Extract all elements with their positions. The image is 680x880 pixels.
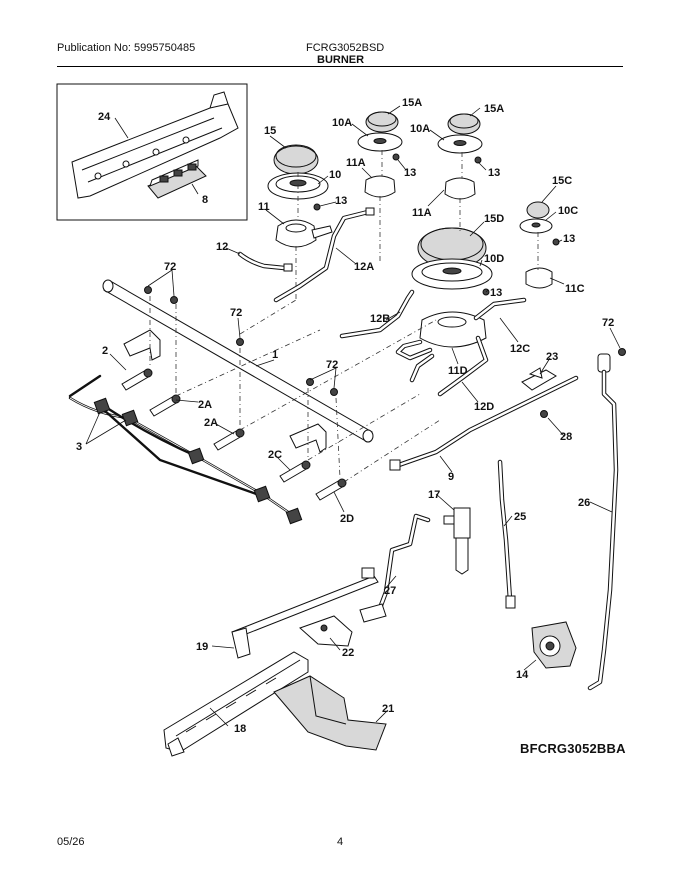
callout-23: 23 xyxy=(546,351,558,363)
callout-2a-lower: 2A xyxy=(204,417,218,429)
part-17-switch xyxy=(443,507,471,575)
burner-small-right xyxy=(519,201,560,289)
callout-labels: 24 8 15 10 11 13 12 12A 15A 10A 11A 13 1… xyxy=(76,97,614,735)
part-18-burner-tube xyxy=(163,651,309,757)
callout-72-mid: 72 xyxy=(230,307,242,319)
callout-72-center: 72 xyxy=(326,359,338,371)
callout-13-rear-left: 13 xyxy=(404,167,416,179)
part-9-tube xyxy=(389,375,579,471)
part-27-tube xyxy=(359,513,431,623)
callout-18: 18 xyxy=(234,723,246,735)
callout-2c: 2C xyxy=(268,449,282,461)
callout-72-right: 72 xyxy=(602,317,614,329)
callout-11a-right: 11A xyxy=(412,207,432,219)
callout-12b: 12B xyxy=(370,313,390,325)
callout-2: 2 xyxy=(102,345,108,357)
part-8-switch-block xyxy=(147,159,207,199)
part-23-bracket xyxy=(521,367,557,391)
callout-13-rear-right: 13 xyxy=(488,167,500,179)
callout-3: 3 xyxy=(76,441,82,453)
tube-12-and-12a xyxy=(237,207,375,303)
callout-10a-left: 10A xyxy=(332,117,352,129)
callout-10a-right: 10A xyxy=(410,123,430,135)
callout-17: 17 xyxy=(428,489,440,501)
leader-lines xyxy=(85,105,621,727)
callout-8: 8 xyxy=(202,194,208,206)
callout-22: 22 xyxy=(342,647,354,659)
screws-72 xyxy=(144,286,626,396)
callout-72-left: 72 xyxy=(164,261,176,273)
part-25-tube xyxy=(497,459,516,609)
callout-21: 21 xyxy=(382,703,394,715)
callout-10d: 10D xyxy=(484,253,504,265)
callout-14: 14 xyxy=(516,669,529,681)
burner-large-center xyxy=(411,227,493,348)
callout-10: 10 xyxy=(329,169,341,181)
part-28-screw xyxy=(540,410,548,418)
callout-28: 28 xyxy=(560,431,572,443)
callout-11c: 11C xyxy=(565,283,585,295)
callout-15c: 15C xyxy=(552,175,572,187)
callout-2d: 2D xyxy=(340,513,354,525)
part-14-regulator xyxy=(531,621,577,669)
callout-26: 26 xyxy=(578,497,590,509)
burner-front-left xyxy=(267,144,333,248)
callout-15d: 15D xyxy=(484,213,504,225)
part-24-bracket xyxy=(71,91,239,199)
part-26-tube xyxy=(587,353,619,691)
callout-12c: 12C xyxy=(510,343,530,355)
footer-date: 05/26 xyxy=(57,836,85,848)
part-21-shield xyxy=(273,675,387,751)
callout-11a-left: 11A xyxy=(346,157,366,169)
model-number: FCRG3052BSD xyxy=(306,42,385,54)
dash-center-lines xyxy=(149,196,539,483)
callout-11: 11 xyxy=(258,201,270,213)
callout-2a-upper: 2A xyxy=(198,399,212,411)
callout-24: 24 xyxy=(98,111,111,123)
part-22-bracket xyxy=(299,615,353,647)
callout-12d: 12D xyxy=(474,401,494,413)
callout-12: 12 xyxy=(216,241,228,253)
burner-rear-right xyxy=(437,113,483,200)
callout-15a-left: 15A xyxy=(402,97,422,109)
callout-10c: 10C xyxy=(558,205,578,217)
publication-number: Publication No: 5995750485 xyxy=(57,42,196,54)
diagram-code: BFCRG3052BBA xyxy=(520,741,626,756)
burner-rear-left xyxy=(357,111,403,198)
callout-13-left: 13 xyxy=(335,195,347,207)
footer-page-number: 4 xyxy=(337,836,344,848)
section-title: BURNER xyxy=(317,54,365,66)
callout-12a: 12A xyxy=(354,261,374,273)
part-3-harness xyxy=(68,374,303,525)
inset-box xyxy=(56,83,248,221)
callout-13-center: 13 xyxy=(490,287,502,299)
callout-13-right: 13 xyxy=(563,233,575,245)
part-19-bracket xyxy=(231,567,379,659)
valves-2 xyxy=(121,368,347,501)
callout-25: 25 xyxy=(514,511,526,523)
header-rule xyxy=(57,66,623,67)
callout-11d: 11D xyxy=(448,365,468,377)
callout-1: 1 xyxy=(272,349,278,361)
callout-15a-right: 15A xyxy=(484,103,504,115)
callout-27: 27 xyxy=(384,585,396,597)
tubes-12b-12c-12d xyxy=(339,289,527,397)
callout-15: 15 xyxy=(264,125,276,137)
callout-19: 19 xyxy=(196,641,208,653)
callout-9: 9 xyxy=(448,471,454,483)
